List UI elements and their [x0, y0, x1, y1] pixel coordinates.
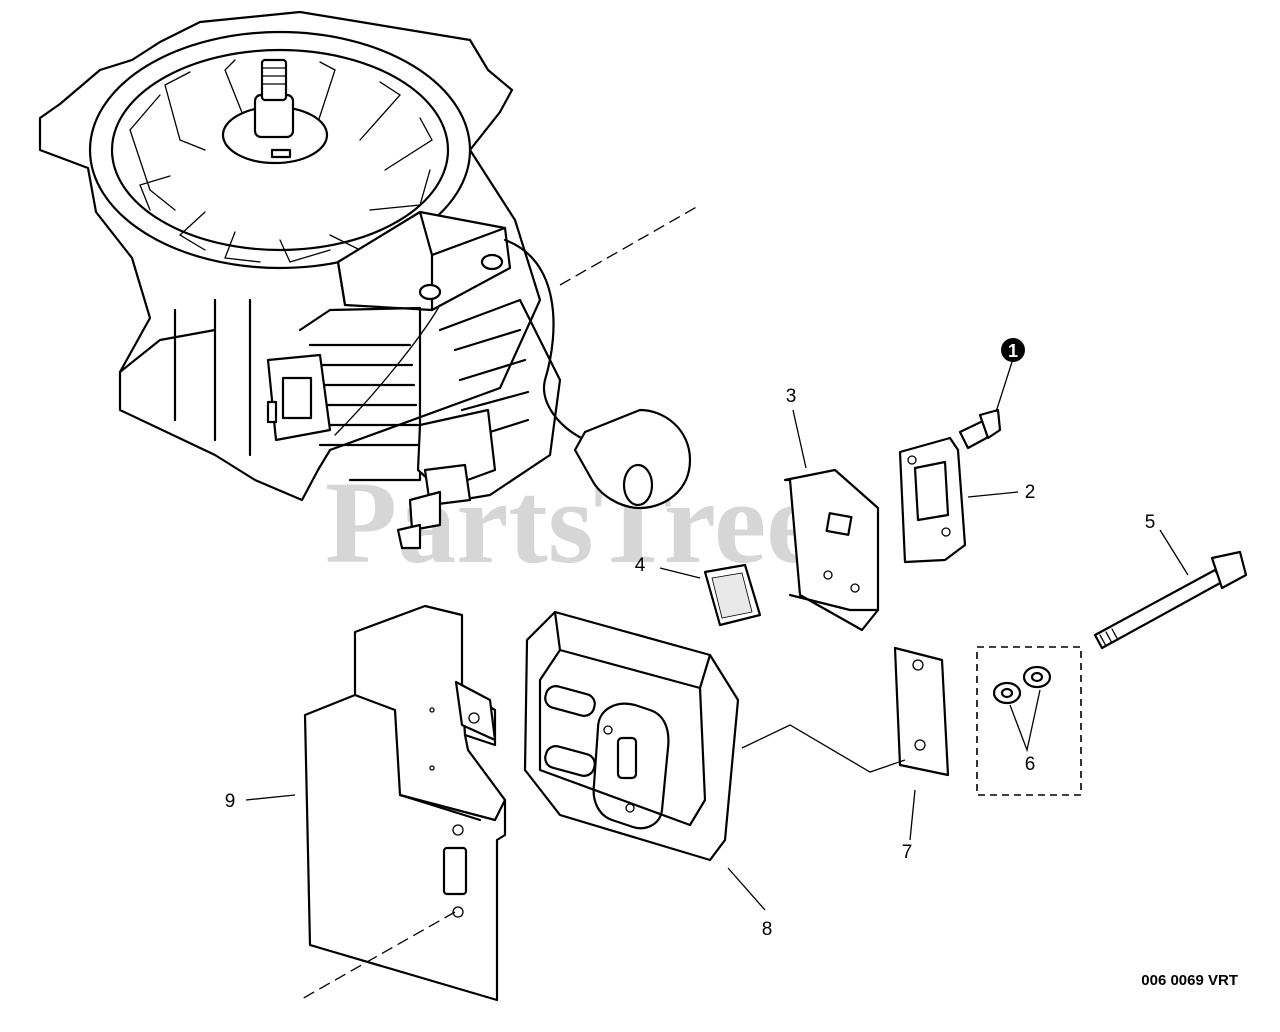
- muffler-gasket-leader: [741, 724, 906, 773]
- callout-1: 1: [1001, 338, 1025, 362]
- callout-8: 8: [762, 919, 773, 940]
- engine-leader-line: [559, 204, 701, 286]
- part-6-kit-box: [976, 646, 1082, 796]
- drawing-code: 006 0069 VRT: [1141, 972, 1238, 989]
- callout-9: 9: [225, 791, 236, 812]
- callout-5: 5: [1145, 512, 1156, 533]
- callout-6: 6: [1025, 754, 1036, 775]
- part-6-washers: [992, 665, 1052, 753]
- part-2-plate: [898, 436, 1019, 564]
- callout-4: 4: [635, 555, 646, 576]
- svg-text:1: 1: [1008, 341, 1018, 361]
- part-7-gasket: [893, 646, 950, 841]
- callout-7: 7: [902, 842, 913, 863]
- engine-assembly: [38, 10, 692, 550]
- part-5-bolt: [1093, 529, 1248, 650]
- callout-3: 3: [786, 386, 797, 407]
- part-1-screw: [958, 361, 1013, 450]
- part-9-heat-shield: [245, 604, 507, 1002]
- part-3-bracket: [783, 409, 880, 632]
- part-8-muffler: [523, 610, 766, 911]
- shield-leader-line: [299, 911, 456, 1001]
- part-4-screen: [659, 563, 762, 627]
- callout-2: 2: [1025, 482, 1036, 503]
